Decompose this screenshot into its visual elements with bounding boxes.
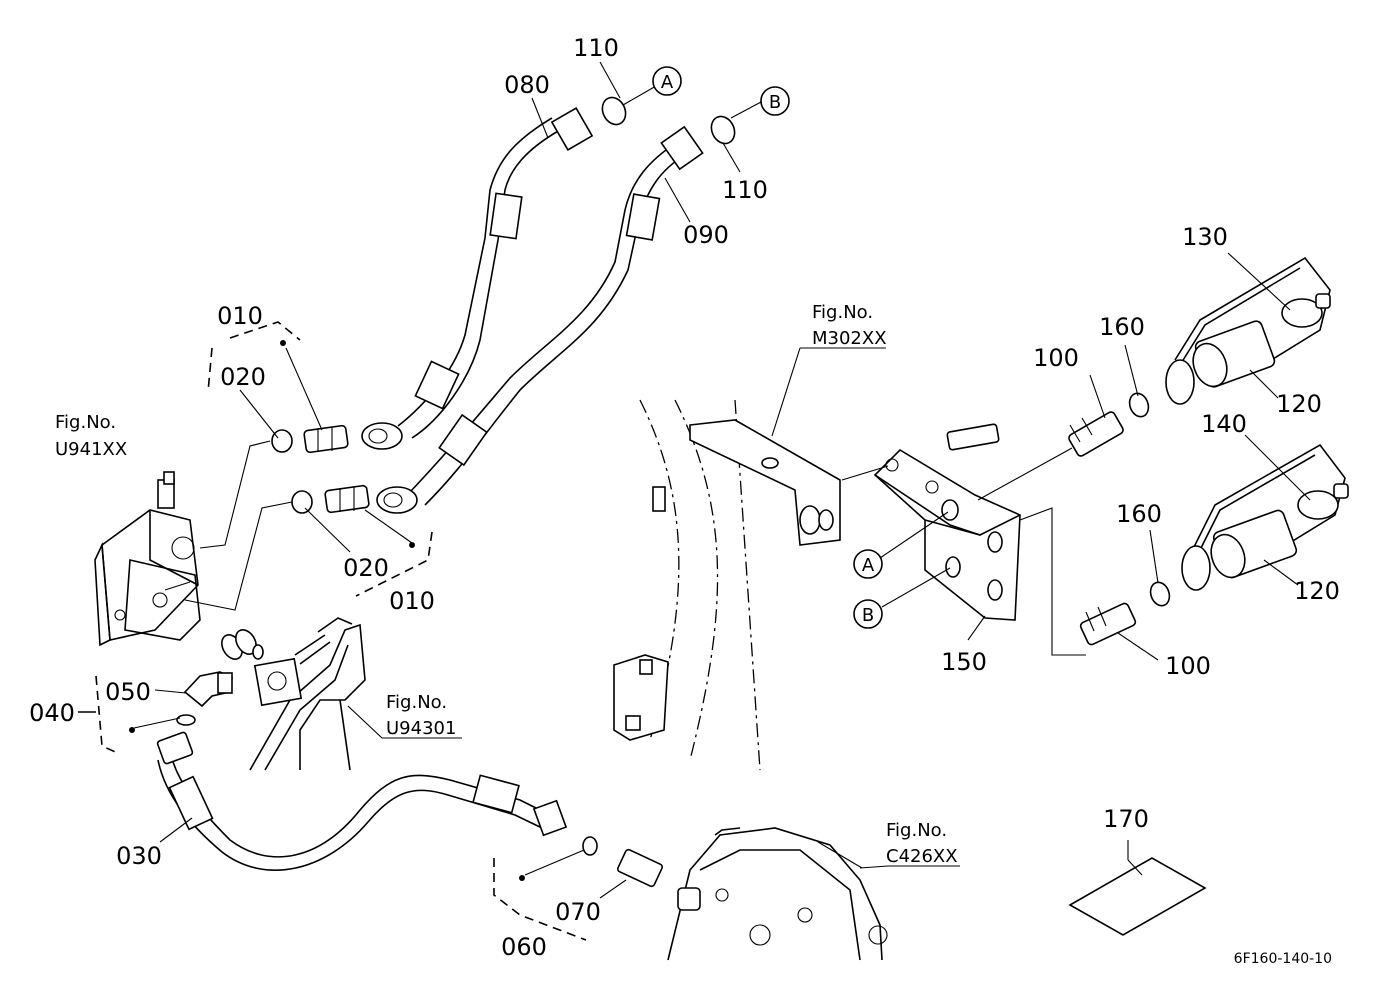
quick-coupler-120-upper — [1165, 256, 1331, 405]
label-120: 120 — [1294, 577, 1340, 605]
control-valve — [94, 471, 201, 647]
label-070: 070 — [555, 898, 601, 926]
fig-ref-c426xx: Fig.No. C426XX — [886, 820, 958, 867]
callout-b-bracket: B — [853, 599, 883, 629]
label-090: 090 — [683, 221, 729, 249]
label-110: 110 — [722, 176, 768, 204]
callout-a-top-label: A — [661, 72, 674, 93]
fig-ref-title: Fig.No. — [55, 412, 116, 433]
callout-a-bracket: A — [853, 549, 883, 579]
adapter-010-upper — [271, 424, 349, 454]
fig-ref-u94301: Fig.No. U94301 — [386, 692, 456, 739]
label-120: 120 — [1276, 390, 1322, 418]
fig-ref-title: Fig.No. — [812, 302, 873, 323]
label-080: 080 — [504, 71, 550, 99]
elbow-050 — [176, 671, 233, 726]
transmission-case — [667, 827, 888, 961]
fig-ref-code: M302XX — [812, 328, 887, 349]
callout-a-bracket-label: A — [862, 555, 875, 576]
fig-ref-m302xx: Fig.No. M302XX — [812, 302, 887, 349]
label-160: 160 — [1116, 500, 1162, 528]
washer-160a — [1128, 392, 1150, 418]
label-160: 160 — [1099, 313, 1145, 341]
hose-030 — [156, 731, 568, 871]
fig-ref-code: U941XX — [55, 439, 127, 460]
label-020: 020 — [343, 554, 389, 582]
label-020: 020 — [220, 363, 266, 391]
washer-160b — [1149, 581, 1171, 607]
callout-b-top-label: B — [769, 92, 781, 113]
coupler-100-upper — [1068, 411, 1124, 457]
label-110: 110 — [573, 34, 619, 62]
fitting-070 — [582, 836, 664, 888]
bolt — [946, 423, 1000, 451]
hose-090 — [376, 125, 704, 514]
hose-080 — [361, 107, 594, 450]
label-100: 100 — [1033, 344, 1079, 372]
leader-lines — [133, 61, 1311, 899]
fig-ref-u941xx: Fig.No. U941XX — [55, 412, 127, 460]
label-150: 150 — [941, 648, 987, 676]
snap-ring-110b — [710, 115, 736, 145]
callout-b-top: B — [760, 86, 790, 116]
fig-ref-title: Fig.No. — [386, 692, 447, 713]
label-060: 060 — [501, 933, 547, 961]
label-170: 170 — [1103, 805, 1149, 833]
callout-a-top: A — [652, 66, 682, 96]
fig-ref-code: U94301 — [386, 718, 456, 739]
fig-ref-code: C426XX — [886, 846, 958, 867]
diagram-code: 6F160-140-10 — [1234, 951, 1332, 967]
label-010: 010 — [389, 587, 435, 615]
label-050: 050 — [105, 678, 151, 706]
frame-m302xx — [613, 399, 841, 771]
quick-coupler-120-lower — [1181, 443, 1349, 591]
label-130: 130 — [1182, 223, 1228, 251]
part-labels: 110 080 110 090 010 020 020 010 050 040 … — [29, 34, 1340, 961]
callout-b-bracket-label: B — [862, 605, 874, 626]
label-040: 040 — [29, 699, 75, 727]
label-140: 140 — [1201, 410, 1247, 438]
label-010: 010 — [217, 302, 263, 330]
label-030: 030 — [116, 842, 162, 870]
label-100: 100 — [1165, 652, 1211, 680]
snap-ring-110a — [601, 96, 627, 126]
pipe-frame — [221, 617, 366, 771]
bracket-150 — [873, 448, 1021, 621]
coupler-100-lower — [1079, 602, 1137, 646]
sticker-170 — [1068, 857, 1207, 936]
fig-ref-title: Fig.No. — [886, 820, 947, 841]
adapter-010-lower — [291, 484, 370, 514]
